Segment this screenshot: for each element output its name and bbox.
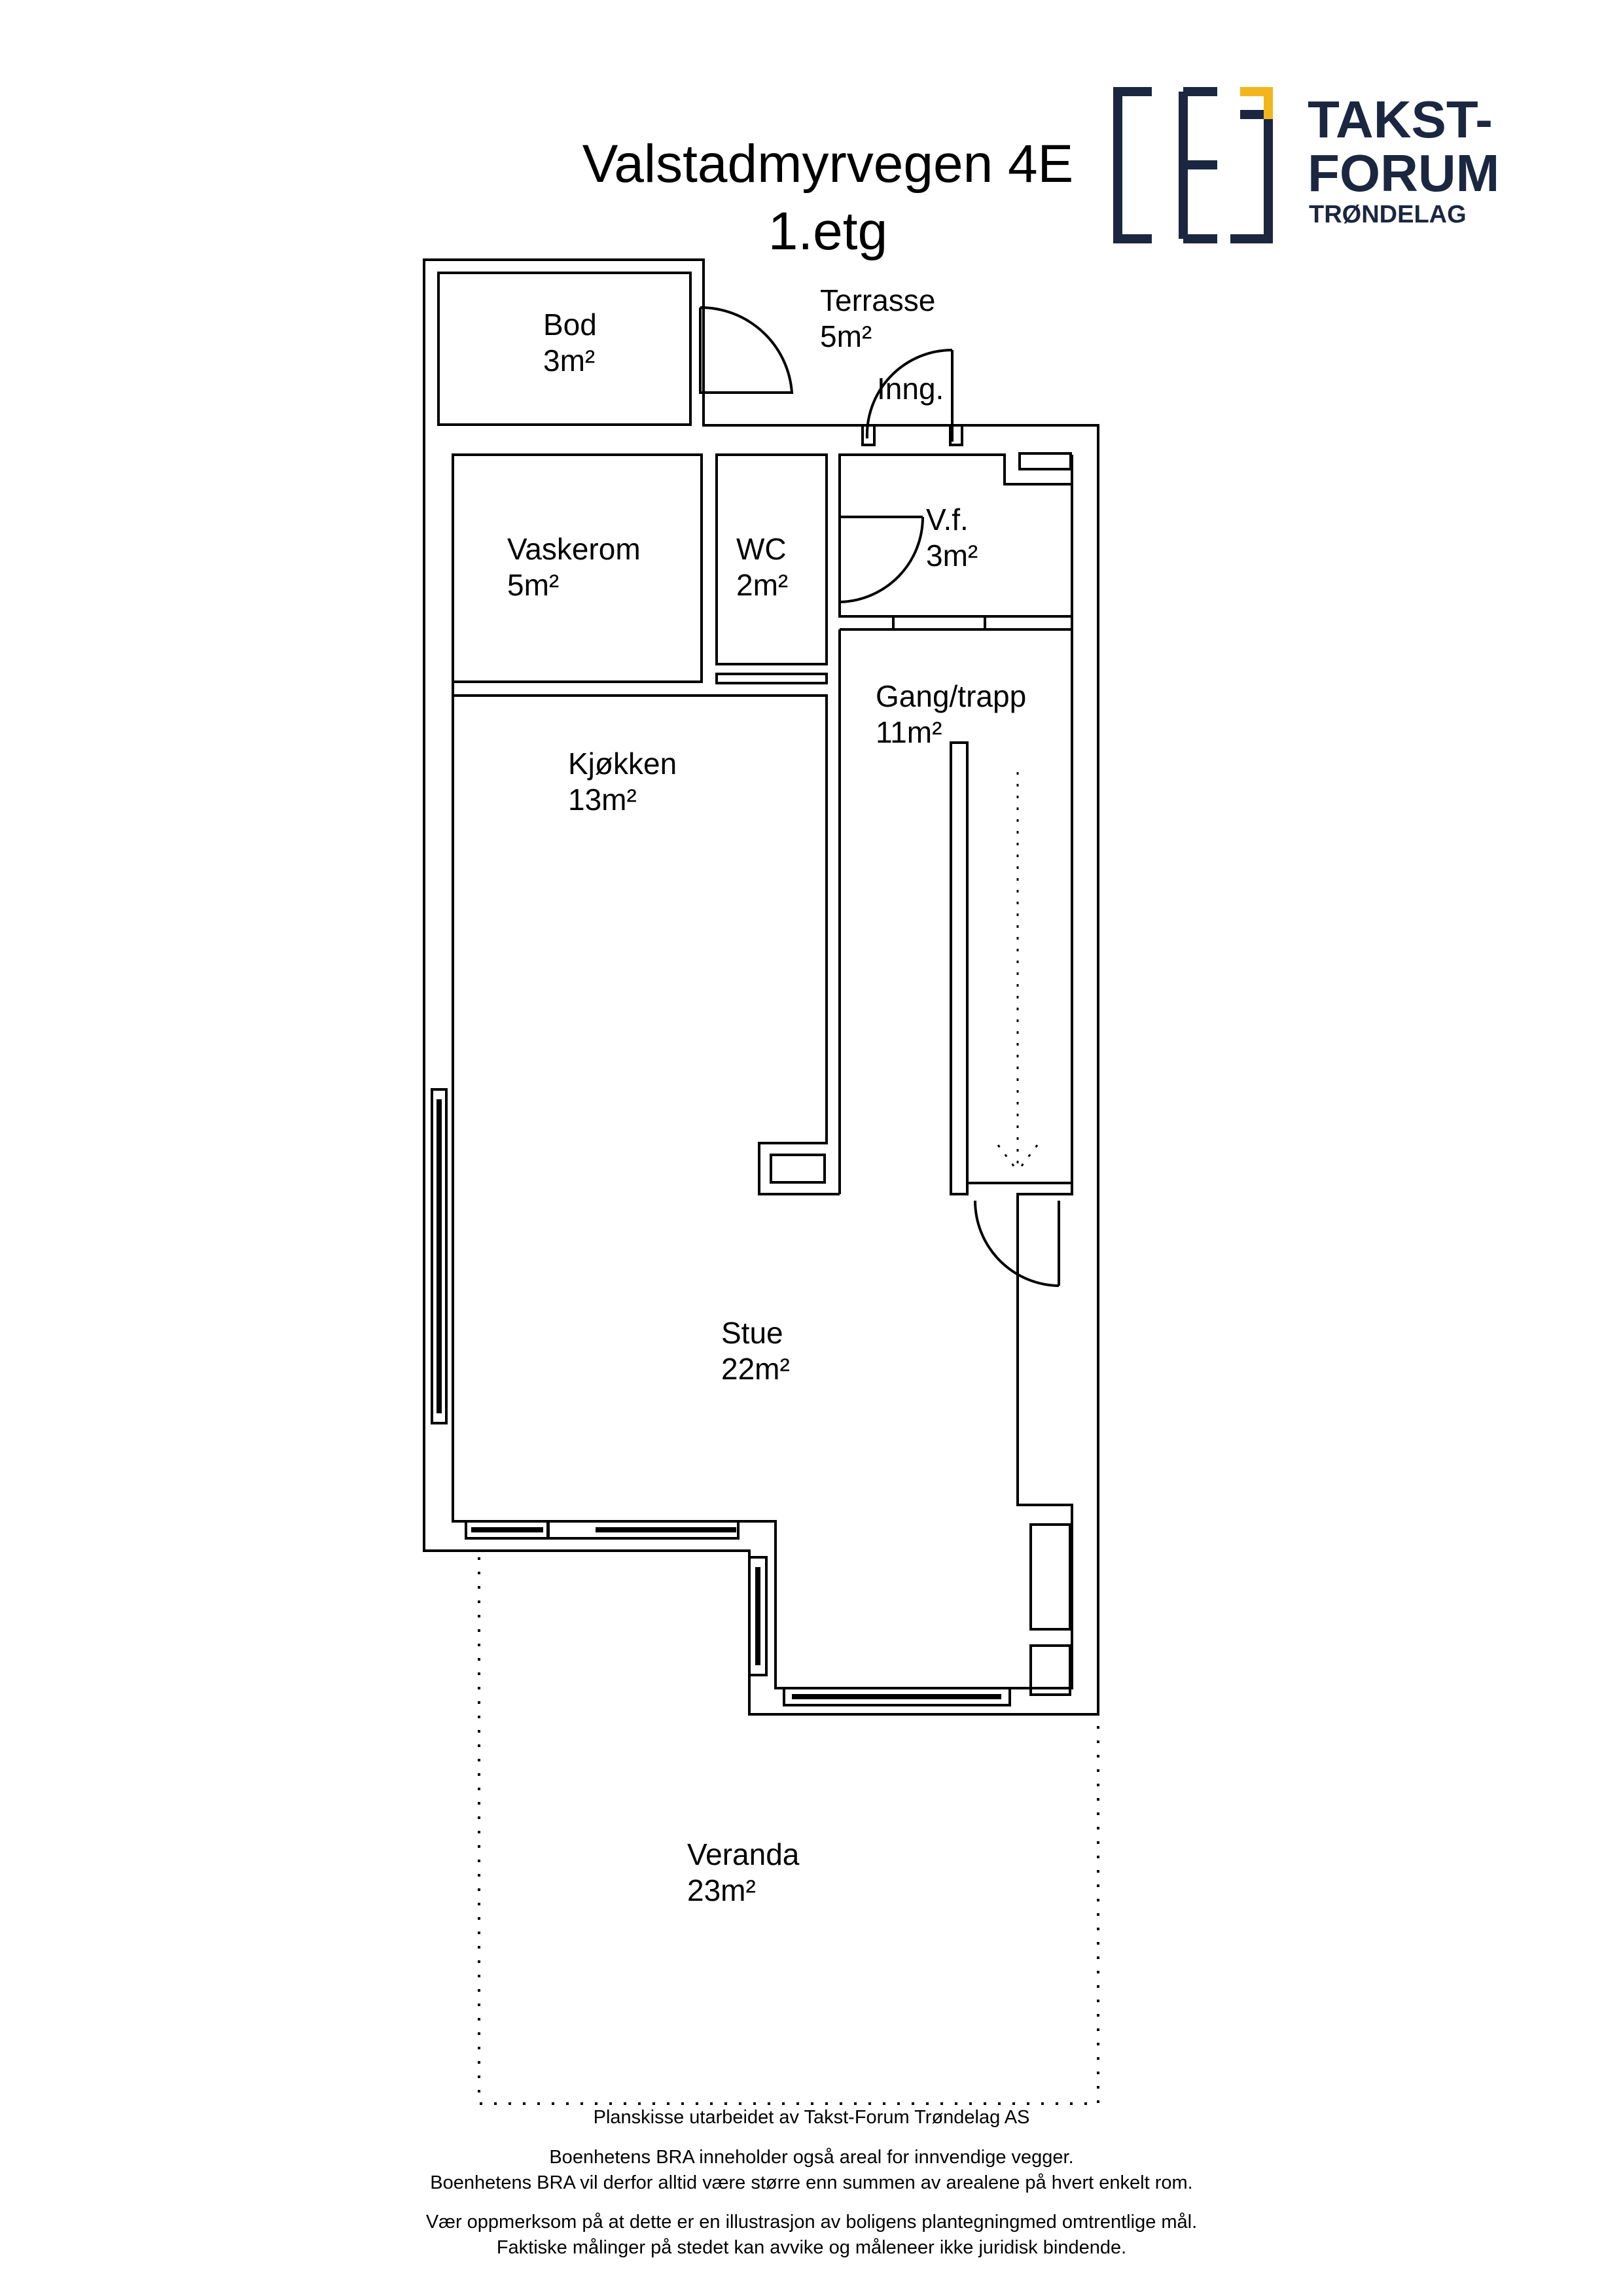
wc-label: WC (736, 532, 787, 566)
veranda-area: 23m² (687, 1873, 756, 1907)
wc-area: 2m² (736, 568, 788, 602)
footer-line-5: Faktiske målinger på stedet kan avvike o… (496, 2237, 1127, 2258)
takst-forum-logo: TAKST- FORUM TRØNDELAG (1113, 87, 1499, 243)
window-bottom-mid (547, 1520, 740, 1540)
kjokken-label: Kjøkken (568, 747, 677, 781)
stair (950, 741, 969, 1195)
gang-area: 11m² (876, 715, 942, 749)
terrasse-label: Terrasse (820, 283, 935, 317)
exterior-wall-inner (452, 455, 1073, 1689)
gang-wall (838, 628, 1073, 1194)
vf-area: 3m² (926, 539, 978, 573)
vf-room (838, 453, 1073, 618)
vf-gang-opening (892, 615, 986, 631)
exterior-wall-outer (423, 258, 1099, 1716)
kitchen-island (770, 1154, 826, 1184)
bod-door (699, 306, 794, 394)
stue-area: 22m² (721, 1352, 790, 1386)
vf-label: V.f. (926, 503, 969, 537)
kjokken-wall (453, 694, 840, 1195)
window-veranda-bottom (783, 1687, 1011, 1706)
stue-door (974, 1200, 1060, 1287)
footer-line-1: Planskisse utarbeidet av Takst-Forum Trø… (593, 2107, 1030, 2128)
bod-label: Bod (543, 308, 597, 342)
wc-room (715, 453, 828, 665)
logo-line2: FORUM (1308, 144, 1499, 202)
floor-label: 1.etg (768, 202, 888, 261)
window-veranda-side (748, 1556, 768, 1676)
logo-line1: TAKST- (1308, 90, 1493, 149)
terrasse-area: 5m² (820, 319, 872, 353)
bod-area: 3m² (543, 344, 595, 378)
wall-strip (715, 673, 828, 684)
vf-window (1018, 452, 1072, 470)
stue-label: Stue (721, 1316, 783, 1350)
window-left (431, 1088, 448, 1424)
page-title: Valstadmyrvegen 4E (582, 134, 1074, 194)
logo-accent-icon (1240, 87, 1273, 119)
bod-room (437, 272, 692, 426)
footer-line-3: Boenhetens BRA vil derfor alltid være st… (430, 2172, 1193, 2193)
kjokken-area: 13m² (568, 783, 637, 817)
footer-line-2: Boenhetens BRA inneholder også areal for… (549, 2147, 1074, 2168)
logo-mark-icon (1113, 87, 1273, 243)
entry-door (865, 349, 954, 442)
veranda-label: Veranda (687, 1837, 800, 1871)
gang-label: Gang/trapp (876, 679, 1026, 713)
footer-line-4: Vær oppmerksom på at dette er en illustr… (425, 2212, 1198, 2233)
vaskerom-room (452, 453, 703, 683)
inngang-label: Inng. (877, 372, 944, 406)
kitchen-bench-2 (1029, 1644, 1071, 1696)
wc-door (840, 516, 924, 603)
vaskerom-area: 5m² (507, 568, 559, 602)
kitchen-bench-1 (1029, 1523, 1071, 1631)
vaskerom-label: Vaskerom (507, 532, 641, 566)
veranda-boundary (478, 1557, 1099, 2105)
logo-line3: TRØNDELAG (1309, 201, 1467, 228)
